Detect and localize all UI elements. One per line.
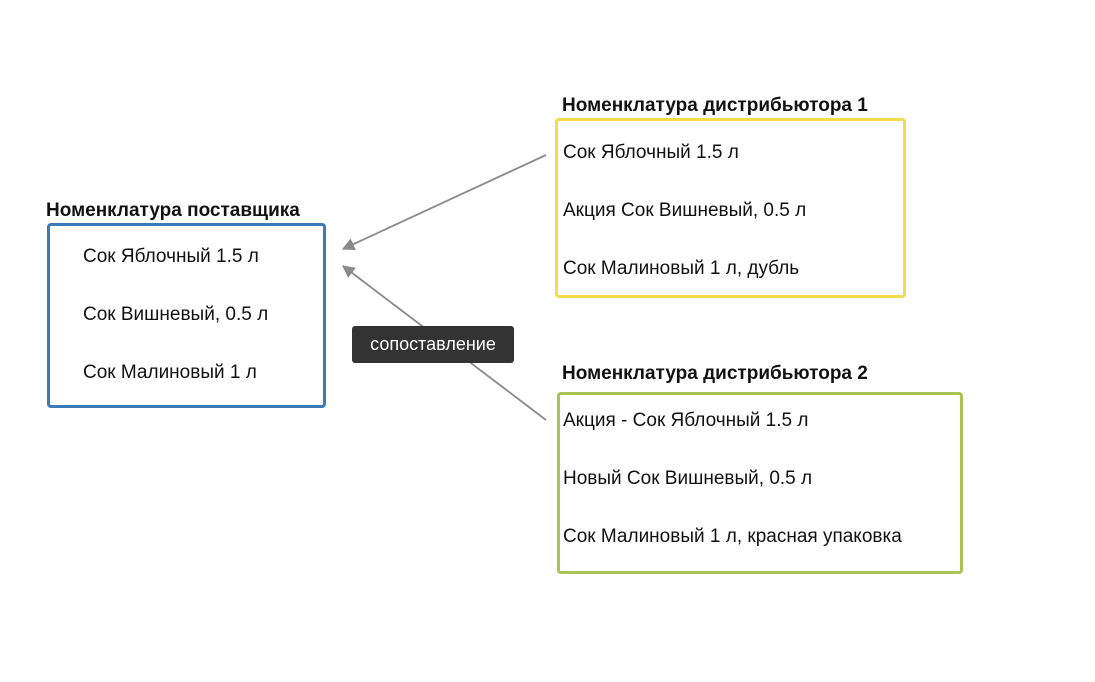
distributor2-nomenclature-title: Номенклатура дистрибьютора 2 bbox=[562, 363, 868, 384]
distributor2-nomenclature-box: Акция - Сок Яблочный 1.5 л Новый Сок Виш… bbox=[557, 392, 963, 574]
supplier-nomenclature-box: Сок Яблочный 1.5 л Сок Вишневый, 0.5 л С… bbox=[47, 223, 326, 408]
distributor1-item-apple: Сок Яблочный 1.5 л bbox=[563, 142, 739, 163]
arrow-distributor1-to-supplier bbox=[341, 154, 547, 250]
distributor2-item-cherry: Новый Сок Вишневый, 0.5 л bbox=[563, 468, 813, 489]
mapping-label: сопоставление bbox=[352, 326, 514, 363]
distributor2-item-apple: Акция - Сок Яблочный 1.5 л bbox=[563, 410, 809, 431]
distributor1-item-raspberry: Сок Малиновый 1 л, дубль bbox=[563, 258, 800, 279]
supplier-item-cherry: Сок Вишневый, 0.5 л bbox=[83, 304, 269, 325]
supplier-nomenclature-title: Номенклатура поставщика bbox=[46, 200, 300, 221]
distributor1-nomenclature-title: Номенклатура дистрибьютора 1 bbox=[562, 95, 868, 116]
distributor2-item-raspberry: Сок Малиновый 1 л, красная упаковка bbox=[563, 526, 902, 547]
distributor1-item-cherry: Акция Сок Вишневый, 0.5 л bbox=[563, 200, 807, 221]
supplier-item-raspberry: Сок Малиновый 1 л bbox=[83, 362, 257, 383]
distributor1-nomenclature-box: Сок Яблочный 1.5 л Акция Сок Вишневый, 0… bbox=[555, 118, 906, 298]
supplier-item-apple: Сок Яблочный 1.5 л bbox=[83, 246, 259, 267]
